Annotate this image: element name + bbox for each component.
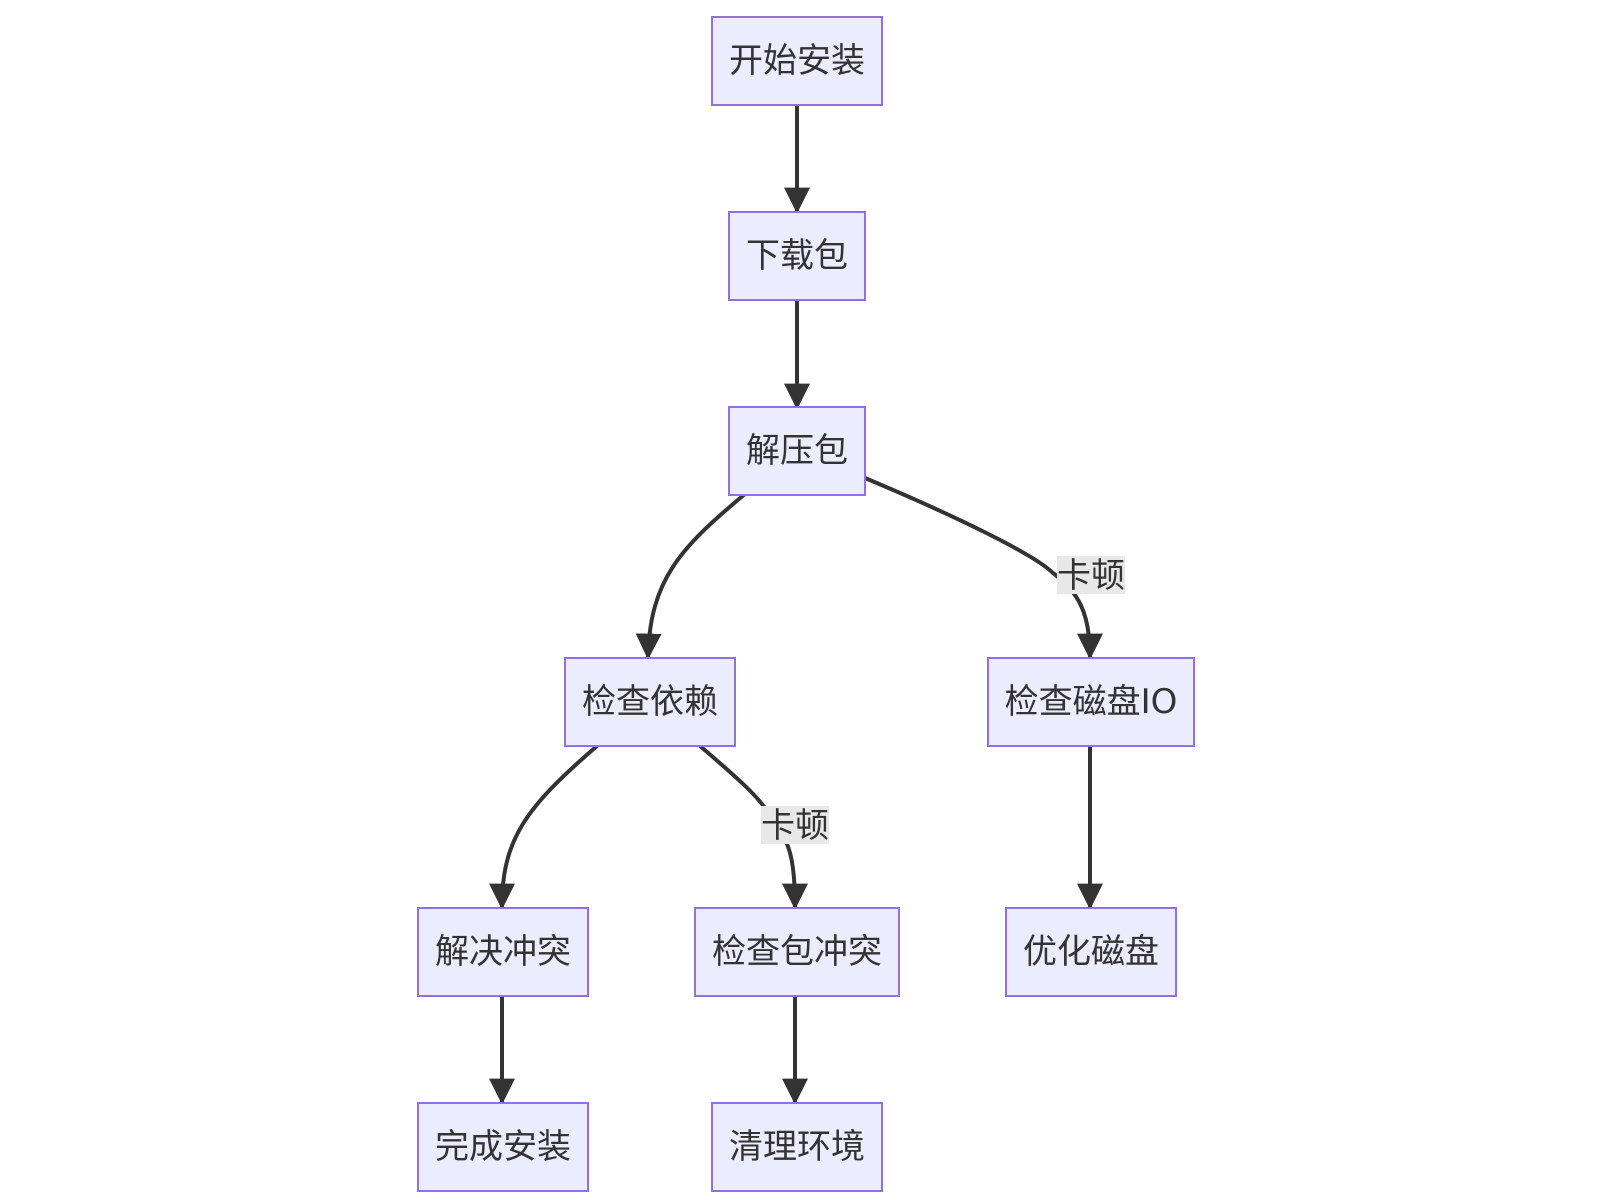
edge-extract-to-check-deps [635,492,747,660]
edge-label-check-deps-to-check-conflict: 卡顿 [761,806,829,846]
edge-label-extract-to-check-io: 卡顿 [1057,556,1125,596]
node-label: 完成安装 [435,1127,571,1167]
node-label: 优化磁盘 [1023,932,1159,972]
node-label: 解压包 [746,431,848,471]
node-optimize-disk: 优化磁盘 [1005,907,1177,997]
node-label: 下载包 [746,236,848,276]
node-start: 开始安装 [711,16,883,106]
node-cleanup: 清理环境 [711,1102,883,1192]
node-check-deps: 检查依赖 [564,657,736,747]
node-label: 解决冲突 [435,932,571,972]
node-label: 检查包冲突 [712,932,882,972]
node-label: 检查磁盘IO [1005,682,1178,722]
node-extract: 解压包 [728,406,866,496]
node-download: 下载包 [728,211,866,301]
node-resolve: 解决冲突 [417,907,589,997]
edge-check-deps-to-resolve [489,744,599,910]
node-label: 清理环境 [729,1127,865,1167]
edge-label-text: 卡顿 [1057,556,1125,596]
node-label: 开始安装 [729,41,865,81]
node-check-conflict: 检查包冲突 [694,907,900,997]
edge-label-text: 卡顿 [761,806,829,846]
edge-extract-to-check-io [864,476,1103,660]
node-finish: 完成安装 [417,1102,589,1192]
node-label: 检查依赖 [582,682,718,722]
node-check-io: 检查磁盘IO [987,657,1195,747]
